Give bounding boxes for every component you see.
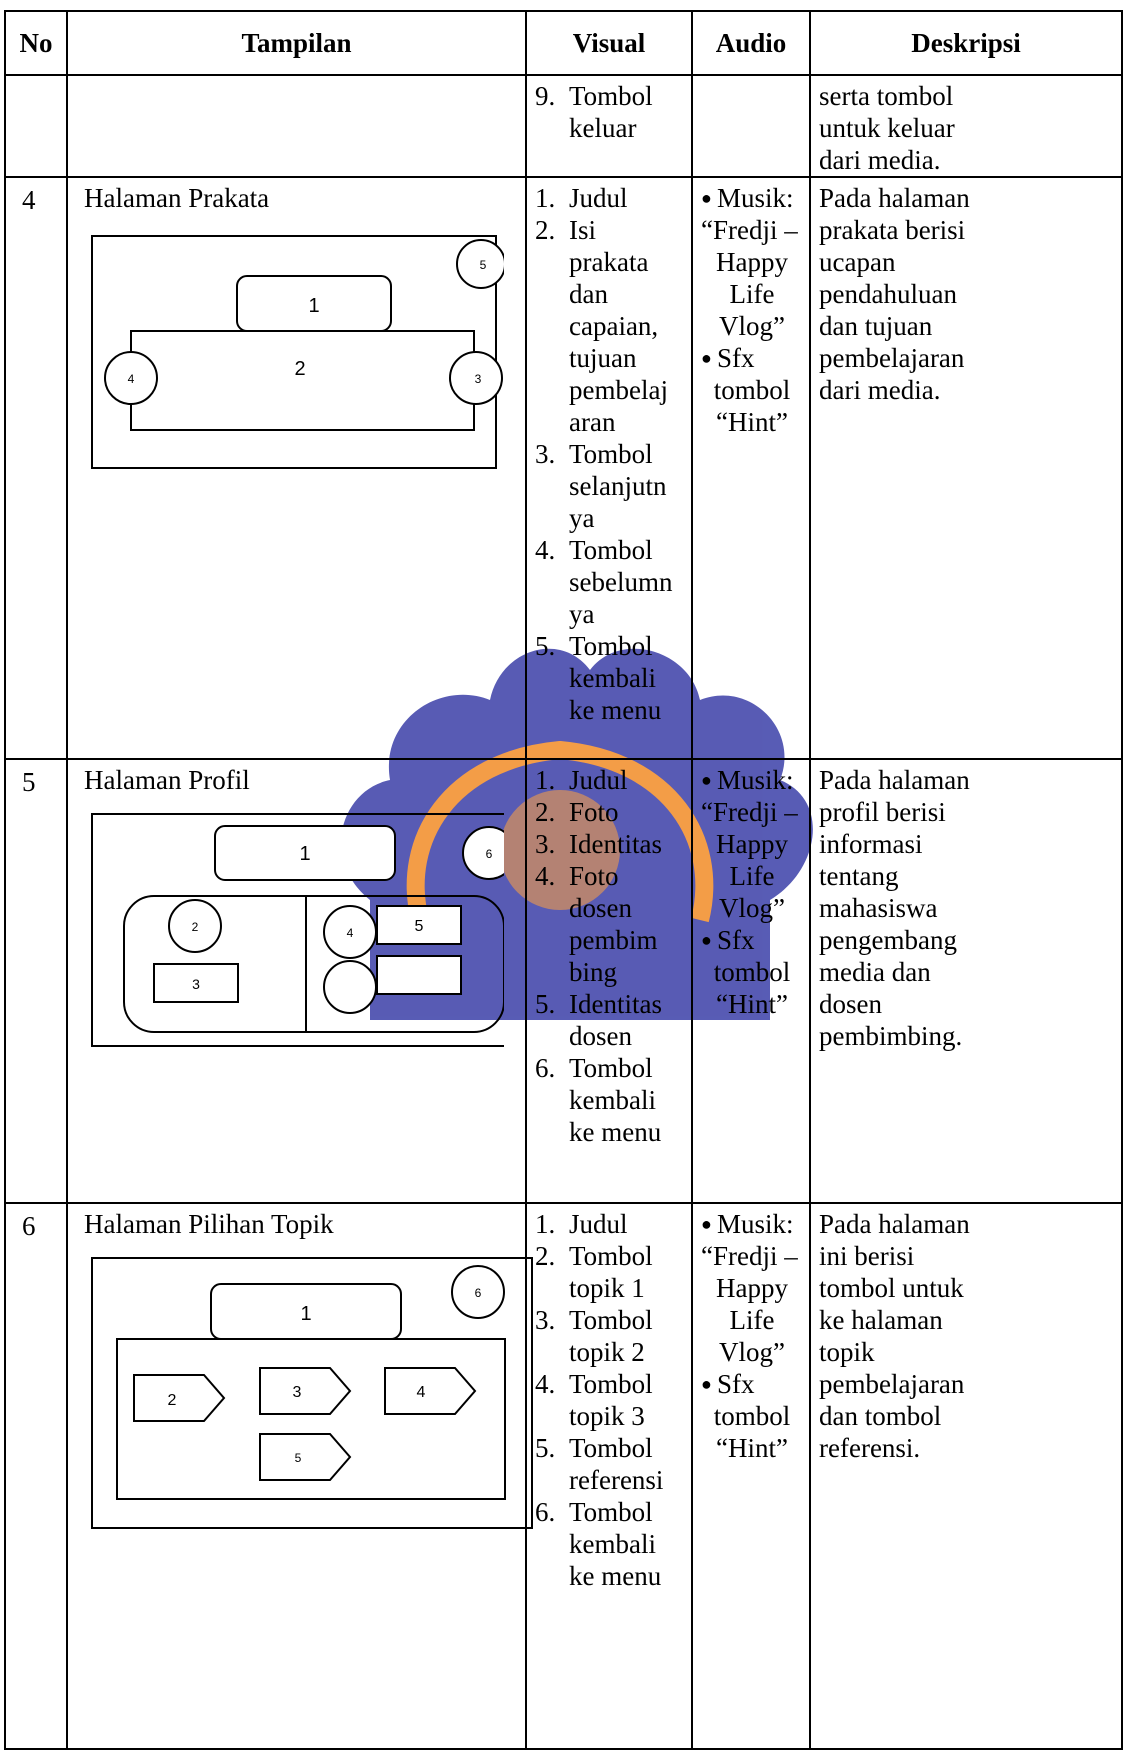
table-row: 6 Halaman Pilihan Topik 1 6 2 3 4	[4, 1202, 1123, 1750]
screen-title: Halaman Prakata	[84, 183, 270, 213]
topic-panel	[116, 1338, 506, 1500]
menu-button-circle	[451, 1265, 505, 1319]
audio-cell: ●Musik: “Fredji – Happy Life Vlog” ●Sfx …	[691, 758, 811, 1204]
tampilan-cell	[66, 74, 527, 178]
audio-cell: ●Musik: “Fredji – Happy Life Vlog” ●Sfx …	[691, 1202, 811, 1750]
header-visual: Visual	[525, 10, 693, 76]
lecturer-identity-box-2	[376, 955, 462, 995]
label-2: 2	[192, 920, 199, 934]
no-cell	[4, 74, 68, 178]
audio-cell	[691, 74, 811, 178]
table-row: 4 Halaman Prakata 1 2 3 4 5	[4, 176, 1123, 760]
pilihan-topik-wireframe: 1 6 2 3 4 5	[91, 1257, 533, 1529]
label-3: 3	[293, 1384, 302, 1401]
label-1: 1	[299, 843, 310, 865]
topic-1-button	[133, 1374, 226, 1422]
content-box	[130, 330, 475, 431]
list-item: ●Sfx	[701, 925, 755, 955]
list-item: ●Musik:	[701, 765, 794, 795]
topic-3-button	[384, 1367, 477, 1415]
reference-button	[259, 1433, 352, 1481]
list-item: 1.Judul	[535, 1209, 628, 1239]
tampilan-cell: Halaman Pilihan Topik 1 6 2 3 4 5	[66, 1202, 533, 1750]
label-4: 4	[417, 1384, 426, 1401]
label-5: 5	[295, 1451, 302, 1465]
title-box	[214, 825, 396, 881]
deskripsi-cell: serta tombol untuk keluar dari media.	[809, 74, 1123, 178]
next-button-circle	[449, 351, 503, 405]
label-6: 6	[486, 847, 493, 861]
student-identity-box	[153, 963, 239, 1003]
label-2: 2	[168, 1392, 177, 1409]
label-1: 1	[308, 295, 319, 317]
label-4: 4	[347, 926, 354, 940]
list-item: 2.Foto	[535, 797, 619, 827]
tampilan-cell: Halaman Prakata 1 2 3 4 5	[66, 176, 527, 760]
list-item: ●Sfx	[701, 1369, 755, 1399]
header-audio: Audio	[691, 10, 811, 76]
label-3: 3	[475, 372, 482, 386]
screen-title: Halaman Pilihan Topik	[84, 1209, 334, 1239]
tampilan-cell: Halaman Profil 1 6 2 3 4	[66, 758, 527, 1204]
label-4: 4	[128, 372, 135, 386]
screen-title: Halaman Profil	[84, 765, 250, 795]
list-item: ●Sfx	[701, 343, 755, 373]
profil-wireframe: 1 6 2 3 4 5	[91, 813, 523, 1047]
list-item: 3.Identitas	[535, 829, 662, 859]
label-2: 2	[294, 358, 305, 380]
header-tampilan: Tampilan	[66, 10, 527, 76]
label-1: 1	[300, 1303, 311, 1325]
storyboard-table: No Tampilan Visual Audio Deskripsi 9. To…	[4, 10, 1123, 1750]
header-no: No	[4, 10, 68, 76]
list-item: 1.Judul	[535, 183, 628, 213]
student-photo-circle	[168, 899, 222, 953]
table-row: 5 Halaman Profil 1 6 2 3 4	[4, 758, 1123, 1204]
no-cell: 4	[4, 176, 68, 760]
topic-2-button	[259, 1367, 352, 1415]
no-cell: 5	[4, 758, 68, 1204]
lecturer-photo-circle-2	[323, 960, 377, 1014]
label-5: 5	[415, 918, 424, 935]
frame-box	[91, 235, 497, 469]
list-item: ●Musik:	[701, 183, 794, 213]
prakata-wireframe: 1 2 3 4 5	[91, 235, 506, 469]
header-row: No Tampilan Visual Audio Deskripsi	[4, 10, 1123, 76]
audio-cell: ●Musik: “Fredji – Happy Life Vlog” ●Sfx …	[691, 176, 811, 760]
lecturer-identity-box	[376, 905, 462, 945]
label-3: 3	[192, 976, 200, 992]
menu-button-circle	[462, 826, 516, 880]
frame-box	[91, 1257, 533, 1529]
list-item: 1.Judul	[535, 765, 628, 795]
label-5: 5	[480, 258, 487, 272]
header-deskripsi: Deskripsi	[809, 10, 1123, 76]
list-item: ●Musik:	[701, 1209, 794, 1239]
no-cell: 6	[4, 1202, 68, 1750]
prev-button-circle	[104, 351, 158, 405]
label-6: 6	[475, 1286, 482, 1300]
